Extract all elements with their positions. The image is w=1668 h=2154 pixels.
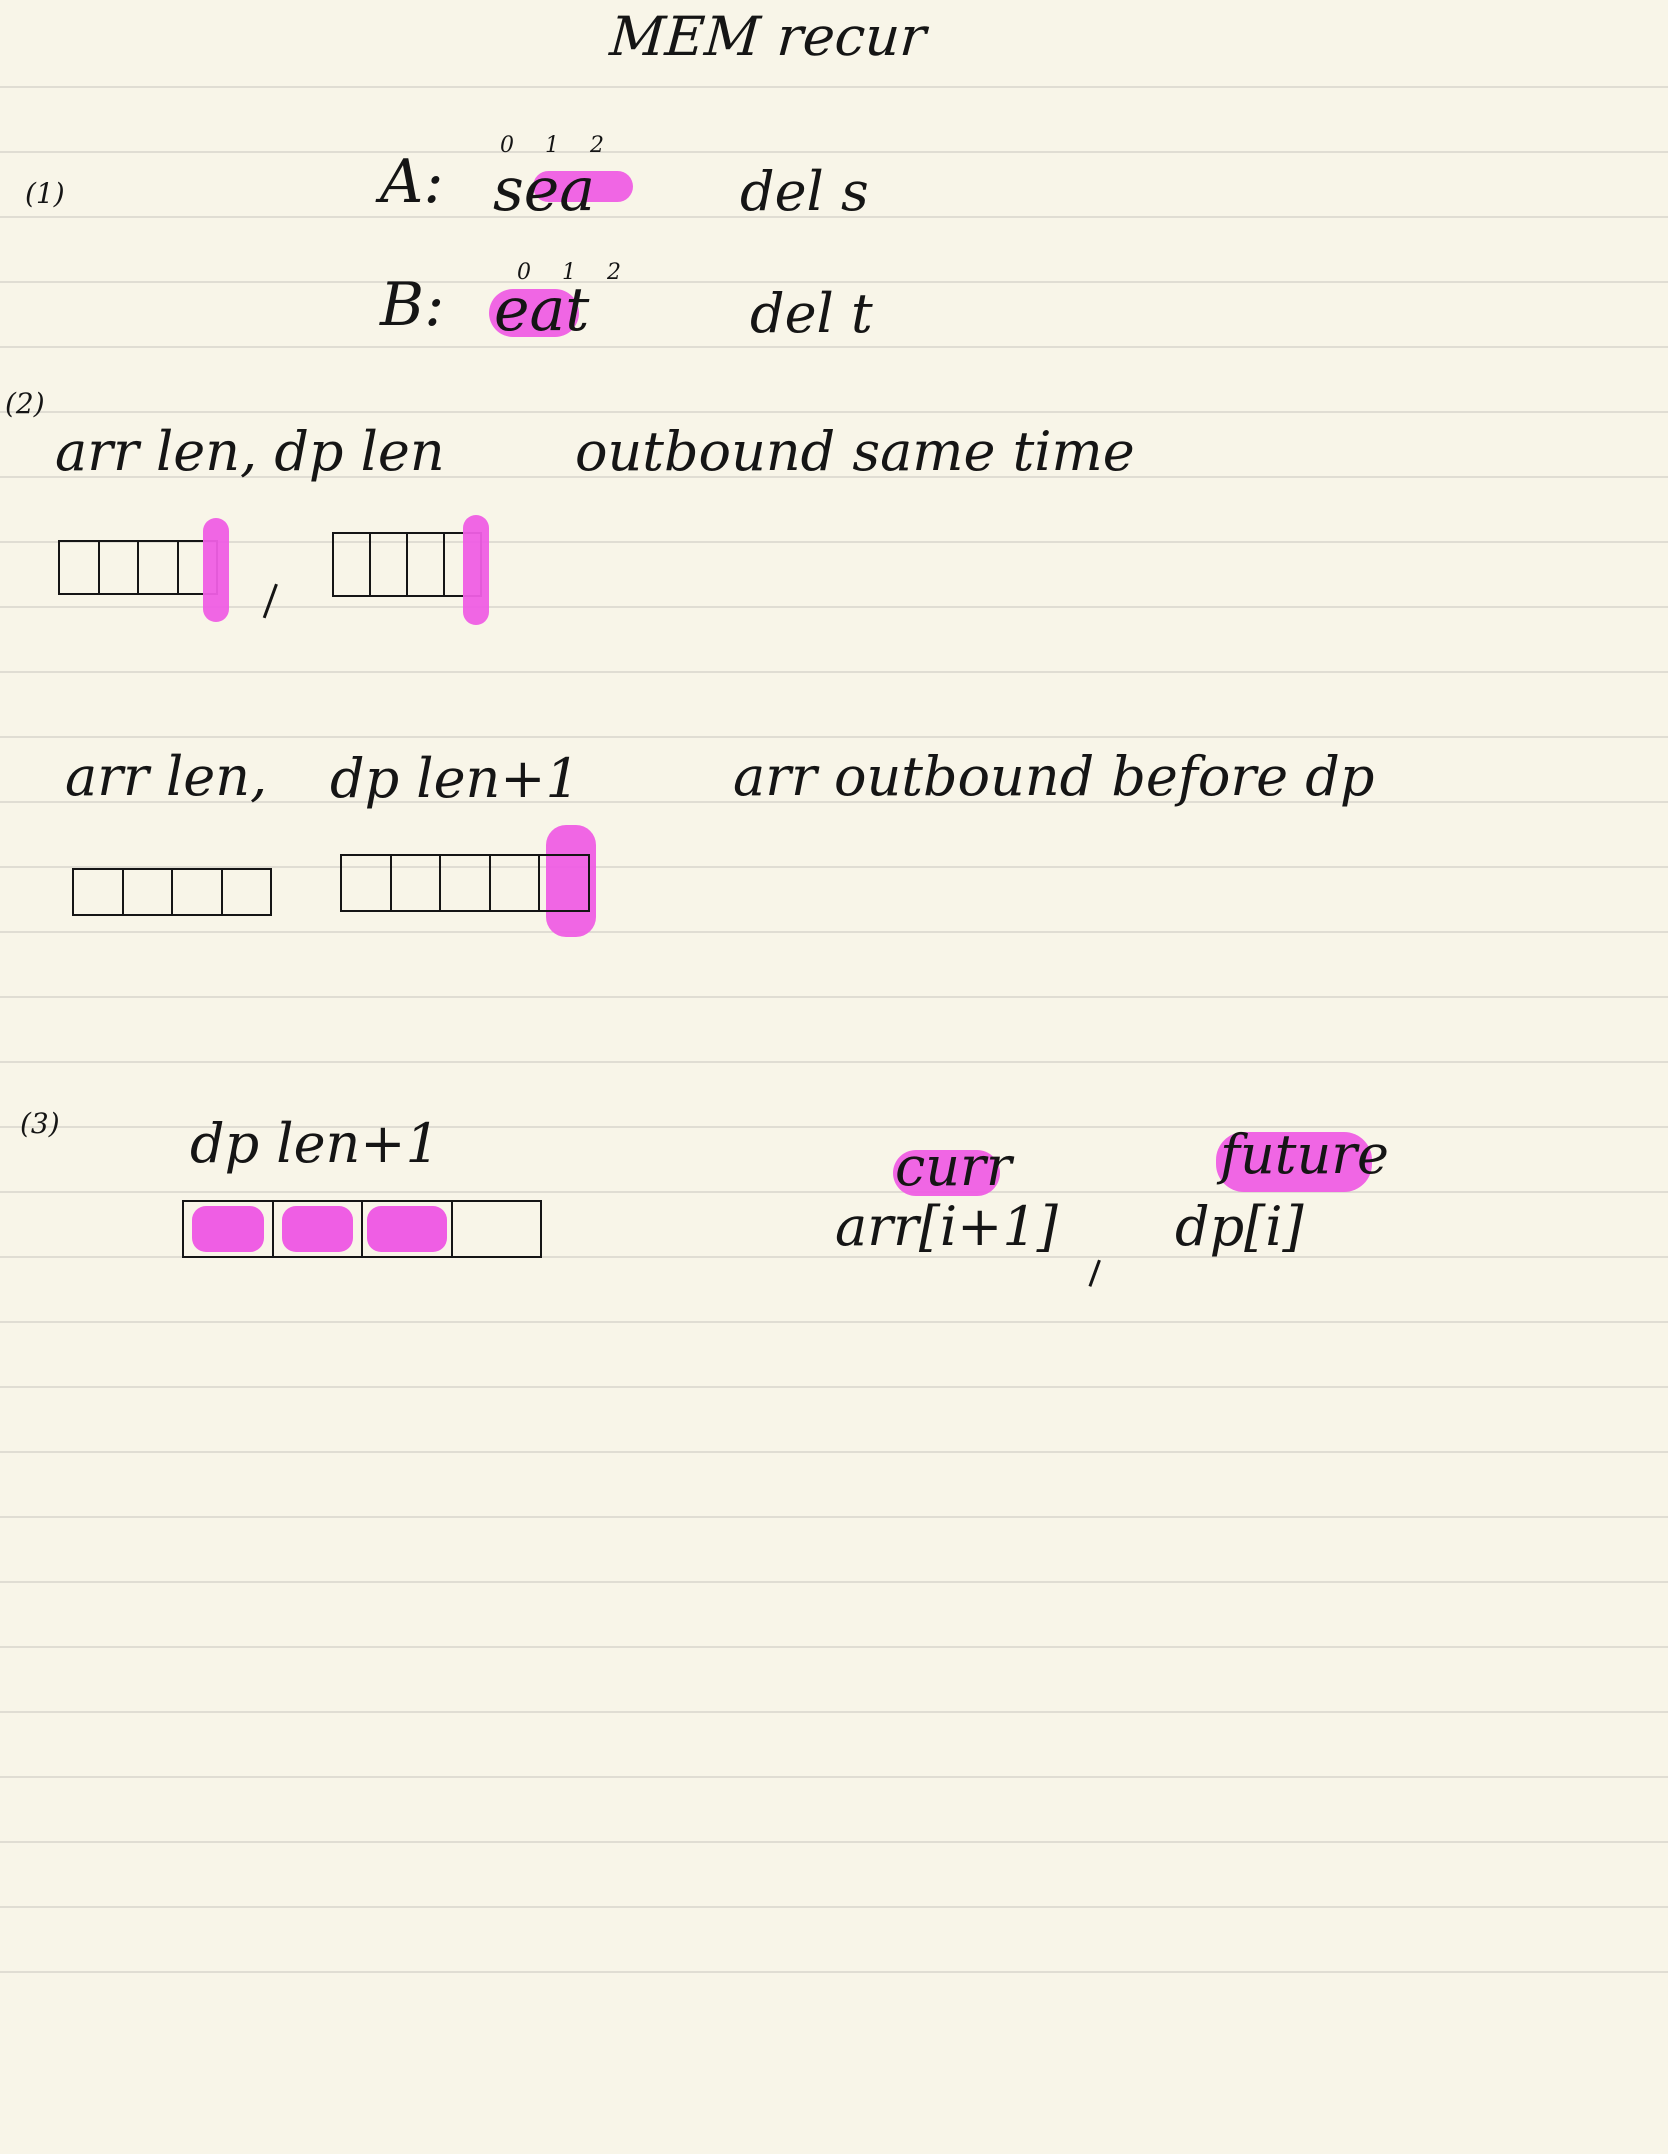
future-expression: dp[i]: [1175, 1195, 1304, 1258]
array-cell-highlighted: [184, 1202, 274, 1256]
array-cell: [124, 870, 173, 914]
array-cell: [60, 542, 100, 593]
dp-array-2: [340, 854, 590, 912]
section-2-line-1: arr len, dp len: [55, 420, 445, 483]
array-cell: [342, 856, 392, 910]
section-1-number: (1): [25, 177, 65, 210]
dp-array-1: [332, 532, 482, 597]
section-2-line-2-mid: dp len+1: [330, 747, 580, 810]
section-1-b-note: del t: [750, 282, 873, 345]
section-1-a-note: del s: [740, 160, 869, 223]
section-3-label: dp len+1: [190, 1112, 440, 1175]
section-1-a-index: 0 1 2: [500, 133, 616, 158]
curr-highlight: [893, 1150, 1000, 1196]
future-highlight: [1216, 1132, 1372, 1192]
array-cell: [491, 856, 541, 910]
array-cell: [441, 856, 491, 910]
array-cell-highlighted: [274, 1202, 363, 1256]
section-1-a-word: sea: [493, 155, 596, 225]
dp-array-3: [182, 1200, 542, 1258]
array-cell: [371, 534, 408, 595]
section-2-number: (2): [5, 387, 45, 420]
array-cell: [540, 856, 588, 910]
arr-array-1: [58, 540, 218, 595]
array-cell-highlighted: [363, 1202, 453, 1256]
page-title: MEM recur: [607, 5, 929, 68]
section-1-a-label: A:: [380, 147, 444, 217]
future-label: future: [1220, 1123, 1390, 1186]
section-1-b-index: 0 1 2: [517, 260, 633, 285]
array-cell: [139, 542, 179, 593]
section-1-b-highlight: [489, 289, 579, 337]
array-cell: [100, 542, 139, 593]
array-cell: [453, 1202, 541, 1256]
curr-label: curr: [895, 1135, 1012, 1198]
array-cell: [392, 856, 442, 910]
array-cell: [173, 870, 223, 914]
section-1-b-label: B:: [380, 270, 445, 340]
arr-array-2: [72, 868, 272, 916]
section-2-line-2-left: arr len,: [65, 745, 268, 808]
curr-expression: arr[i+1]: [835, 1195, 1058, 1258]
section-2-line-1-note: outbound same time: [575, 420, 1135, 483]
arr-outbound-highlight: [203, 518, 229, 622]
array-cell: [445, 534, 480, 595]
dp-outbound-highlight: [463, 515, 489, 625]
array-cell: [179, 542, 217, 593]
dp-extra-slot-highlight: [546, 825, 596, 937]
array-cell: [74, 870, 124, 914]
section-3-number: (3): [20, 1107, 60, 1140]
section-1-b-word: eat: [494, 275, 590, 345]
section-2-line-2-right: arr outbound before dp: [733, 745, 1375, 808]
array-cell: [223, 870, 271, 914]
section-1-a-highlight: [533, 171, 633, 202]
array-cell: [408, 534, 445, 595]
array-cell: [334, 534, 371, 595]
